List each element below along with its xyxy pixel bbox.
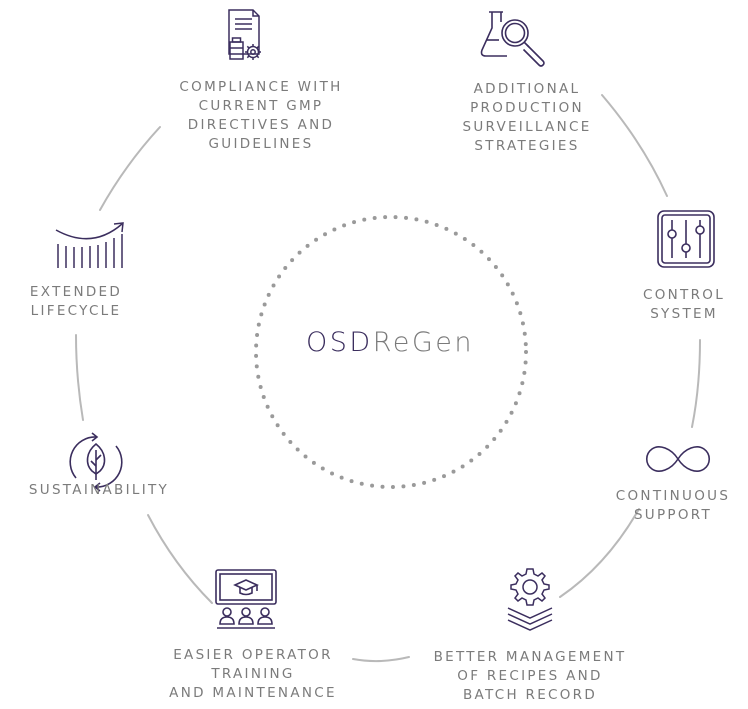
flask-magnifier-icon: [480, 11, 545, 67]
label-continuous-support: CONTINUOUS SUPPORT: [615, 488, 731, 523]
gear-layers-icon: [507, 568, 553, 631]
arc-surveillance-to-control: [601, 94, 668, 197]
arc-training-to-sustainability: [147, 514, 213, 604]
arc-recipes-to-training: [352, 656, 410, 663]
center-title: OSDReGen: [250, 327, 530, 358]
document-bottle-gear-icon: [228, 9, 261, 60]
arc-gmp-to-lifecycle: [99, 126, 161, 211]
center-dotted-ring: [254, 215, 528, 489]
label-production-surveillance: ADDITIONAL PRODUCTION SURVEILLANCE STRAT…: [462, 81, 592, 154]
classroom-screen-icon: [215, 569, 277, 629]
label-gmp-compliance: COMPLIANCE WITH CURRENT GMP DIRECTIVES A…: [179, 79, 343, 152]
arc-support-to-recipes: [559, 508, 640, 598]
arc-lifecycle-to-sustainability: [75, 334, 84, 421]
arc-control-to-support: [691, 339, 701, 428]
growth-bars-icon: [55, 222, 124, 268]
label-operator-training: EASIER OPERATOR TRAINING AND MAINTENANCE: [169, 647, 337, 701]
control-sliders-icon: [657, 210, 715, 268]
center-title-osd: OSD: [306, 327, 373, 358]
label-sustainability: SUSTAINABILITY: [28, 482, 170, 498]
recycle-leaf-icon: [69, 432, 123, 492]
label-recipes-batch-record: BETTER MANAGEMENT OF RECIPES AND BATCH R…: [433, 649, 627, 703]
label-extended-lifecycle: EXTENDED LIFECYCLE: [29, 284, 123, 319]
infinity-icon: [645, 446, 711, 472]
center-title-regen: ReGen: [372, 327, 474, 358]
label-control-system: CONTROL SYSTEM: [642, 287, 726, 322]
